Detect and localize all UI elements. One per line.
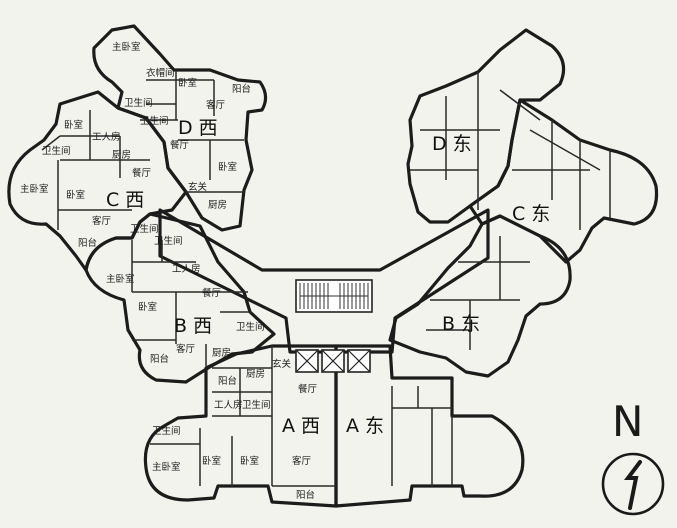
unit-d-west: 主卧室 衣帽间 卧室 阳台 客厅 卫生间 卫生间 餐厅 卧室 玄关 厨房 D 西 xyxy=(92,24,268,232)
elevator-icon xyxy=(321,349,345,373)
unit-a-west: 玄关 阳台 厨房 餐厅 工人房 卫生间 卫生间 主卧室 卧室 卧室 客厅 阳台 … xyxy=(143,344,371,508)
elevator-group xyxy=(295,349,371,373)
room-label: 餐厅 xyxy=(132,167,152,179)
room-label: 客厅 xyxy=(292,455,312,467)
room-label: 工人房 xyxy=(214,399,243,411)
unit-label-d-east: D 东 xyxy=(432,133,472,155)
room-label: 主卧室 xyxy=(152,461,181,473)
room-label: 卫生间 xyxy=(140,115,169,127)
room-label: 餐厅 xyxy=(298,383,318,395)
room-label: 阳台 xyxy=(232,83,251,95)
room-label: 主卧室 xyxy=(112,41,141,53)
room-label: 阳台 xyxy=(218,375,237,387)
unit-label-d-west: D 西 xyxy=(178,117,218,139)
unit-label-b-west: B 西 xyxy=(174,315,212,337)
room-label: 卫生间 xyxy=(242,399,271,411)
room-label: 阳台 xyxy=(296,489,315,501)
room-label: 卧室 xyxy=(138,301,157,313)
unit-label-c-east: C 东 xyxy=(512,203,550,225)
unit-b-west: 卫生间 卫生间 工人房 主卧室 餐厅 卧室 卫生间 客厅 阳台 厨房 B 西 xyxy=(84,212,276,384)
unit-c-east: C 东 xyxy=(468,98,659,264)
unit-a-east: A 东 xyxy=(334,344,525,508)
room-label: 玄关 xyxy=(188,181,208,193)
room-label: 厨房 xyxy=(112,149,131,161)
room-label: 工人房 xyxy=(172,263,201,275)
unit-label-a-east: A 东 xyxy=(346,415,384,437)
unit-label-a-west: A 西 xyxy=(282,415,320,437)
stair-icon xyxy=(295,279,373,313)
room-label: 卧室 xyxy=(202,455,221,467)
room-label: 卧室 xyxy=(66,189,85,201)
elevator-icon xyxy=(347,349,371,373)
unit-d-east: D 东 xyxy=(406,28,566,224)
room-label: 卧室 xyxy=(218,161,237,173)
room-label: 卧室 xyxy=(178,77,197,89)
room-label: 厨房 xyxy=(212,347,231,359)
room-label: 厨房 xyxy=(208,199,227,211)
unit-b-east: B 东 xyxy=(388,214,572,378)
room-label: 卫生间 xyxy=(154,235,183,247)
unit-label-b-east: B 东 xyxy=(442,313,480,335)
room-label: 厨房 xyxy=(246,368,265,380)
room-label: 卫生间 xyxy=(152,425,181,437)
room-label: 主卧室 xyxy=(106,273,135,285)
north-arrow-icon: N xyxy=(601,397,665,516)
room-label: 客厅 xyxy=(206,99,226,111)
north-letter: N xyxy=(612,397,643,446)
room-label: 卧室 xyxy=(240,455,259,467)
room-label: 卫生间 xyxy=(42,145,71,157)
room-label: 阳台 xyxy=(78,237,97,249)
room-label: 卫生间 xyxy=(124,97,153,109)
room-label: 卫生间 xyxy=(236,321,265,333)
room-label: 卧室 xyxy=(64,119,83,131)
room-label: 客厅 xyxy=(176,343,196,355)
room-label: 客厅 xyxy=(92,215,112,227)
room-label: 工人房 xyxy=(92,131,121,143)
room-label: 衣帽间 xyxy=(146,67,175,79)
room-label: 阳台 xyxy=(150,353,169,365)
elevator-icon xyxy=(295,349,319,373)
unit-c-west: 卧室 工人房 卫生间 厨房 主卧室 餐厅 卧室 客厅 阳台 C 西 xyxy=(7,90,188,272)
room-label: 主卧室 xyxy=(20,183,49,195)
room-label: 餐厅 xyxy=(170,139,190,151)
unit-label-c-west: C 西 xyxy=(106,189,144,211)
room-label: 玄关 xyxy=(272,358,292,370)
room-label: 餐厅 xyxy=(202,287,222,299)
